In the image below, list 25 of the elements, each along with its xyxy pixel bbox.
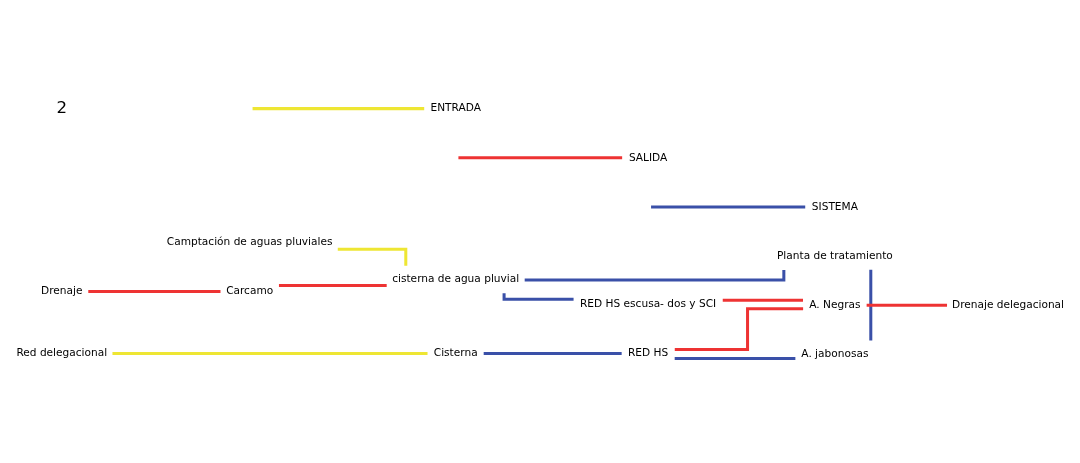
- node-text: Drenaje delegacional: [952, 298, 1065, 311]
- connector: [722, 298, 803, 302]
- connector: [483, 352, 622, 356]
- node-text: RED HS: [628, 346, 669, 359]
- node-text: Planta de tratamiento: [777, 248, 893, 261]
- legend-label: SISTEMA: [811, 199, 858, 212]
- connector: [674, 307, 804, 352]
- connector: [278, 284, 387, 288]
- connector: [866, 303, 948, 307]
- node-text: Camptación de aguas pluviales: [166, 235, 333, 248]
- legend-label: SALIDA: [628, 150, 668, 163]
- connector: [869, 269, 873, 341]
- legend-label: ENTRADA: [430, 101, 481, 114]
- node-text: A. jabonosas: [801, 347, 869, 360]
- connector: [112, 352, 428, 356]
- connector: [88, 290, 221, 294]
- node-text: Drenaje: [41, 284, 83, 297]
- node-text: RED HS escusa- dos y SCI: [580, 296, 717, 309]
- node-text: Red delegacional: [16, 346, 108, 359]
- label: 2: [56, 97, 68, 117]
- node-text: Cisterna: [433, 346, 478, 359]
- node-text: Carcamo: [226, 284, 274, 297]
- node-text: A. Negras: [809, 298, 861, 311]
- connector: [674, 356, 796, 360]
- node-text: cisterna de agua pluvial: [392, 272, 520, 285]
